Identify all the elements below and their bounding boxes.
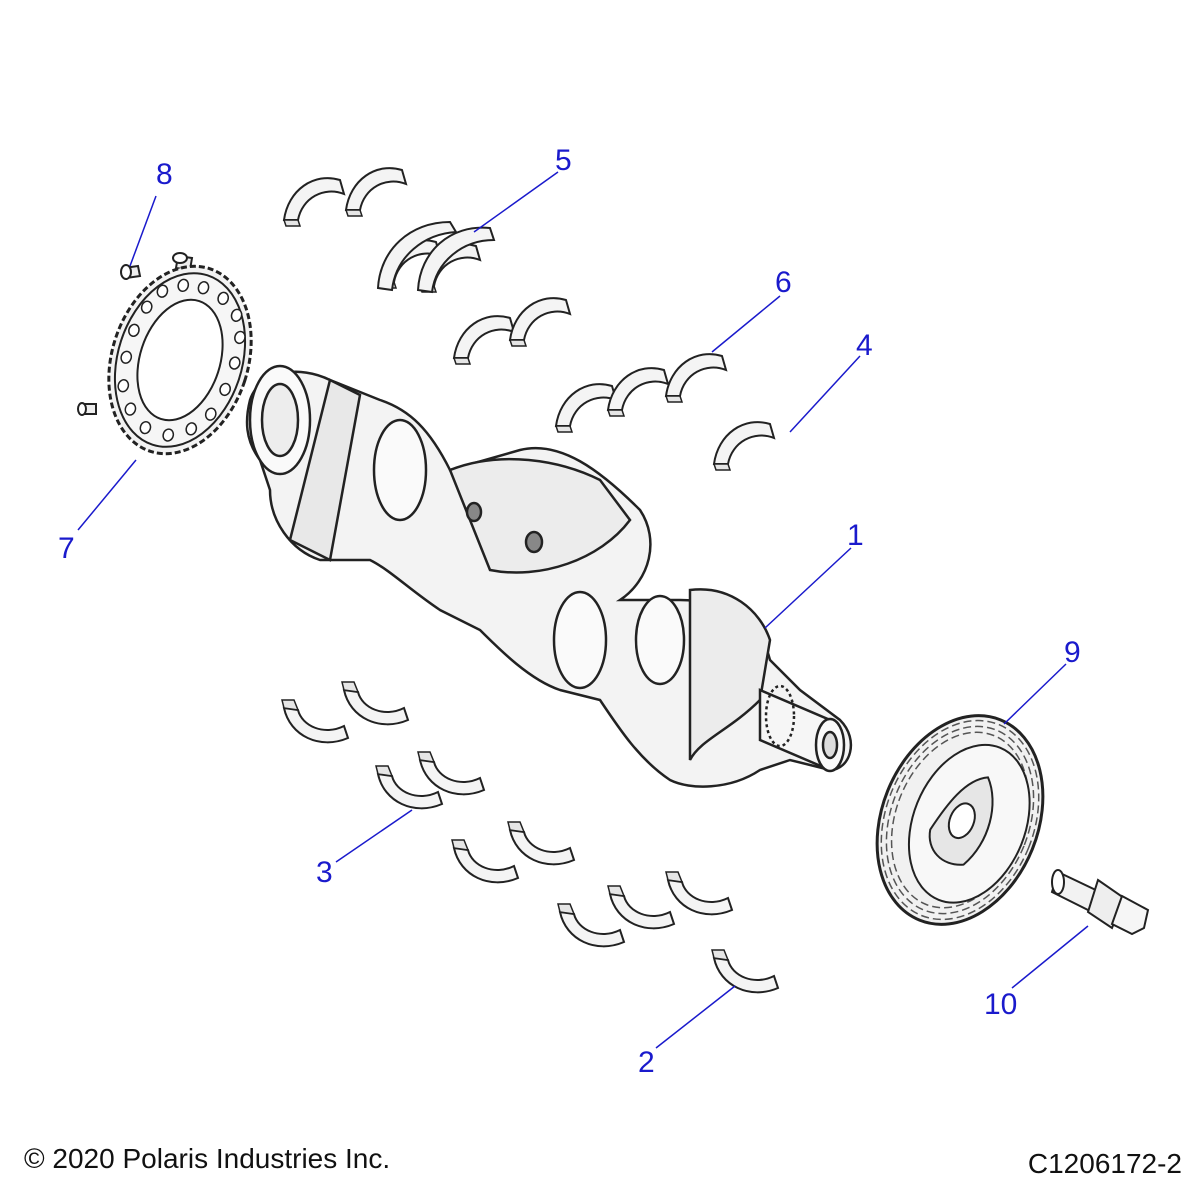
callout-6: 6 [775,266,792,299]
callout-10: 10 [984,988,1017,1021]
callout-5: 5 [555,144,572,177]
callout-3: 3 [316,856,333,889]
callout-2: 2 [638,1046,655,1079]
damper-pulley-part [875,714,1045,926]
main-bearing-upper-part [453,297,727,433]
callout-labels: 1 2 3 4 5 6 7 8 9 10 [58,144,1081,1079]
copyright-notice: © 2020 Polaris Industries Inc. [24,1143,391,1174]
sprocket-bolt-part [77,252,194,416]
callout-9: 9 [1064,636,1081,669]
callout-4: 4 [856,329,873,362]
callout-1: 1 [847,519,864,552]
callout-7: 7 [58,532,75,565]
trigger-wheel-part [107,264,253,456]
crankshaft-part [245,364,852,788]
thrust-bearing-part [283,167,496,294]
bearing-shell-part [713,421,775,471]
drawing-number: C1206172-2 [1027,1148,1182,1179]
callout-8: 8 [156,158,173,191]
leader-lines [77,171,1089,1049]
pulley-bolt-part [1050,869,1150,936]
bearing-shell-lower-part [711,949,779,994]
